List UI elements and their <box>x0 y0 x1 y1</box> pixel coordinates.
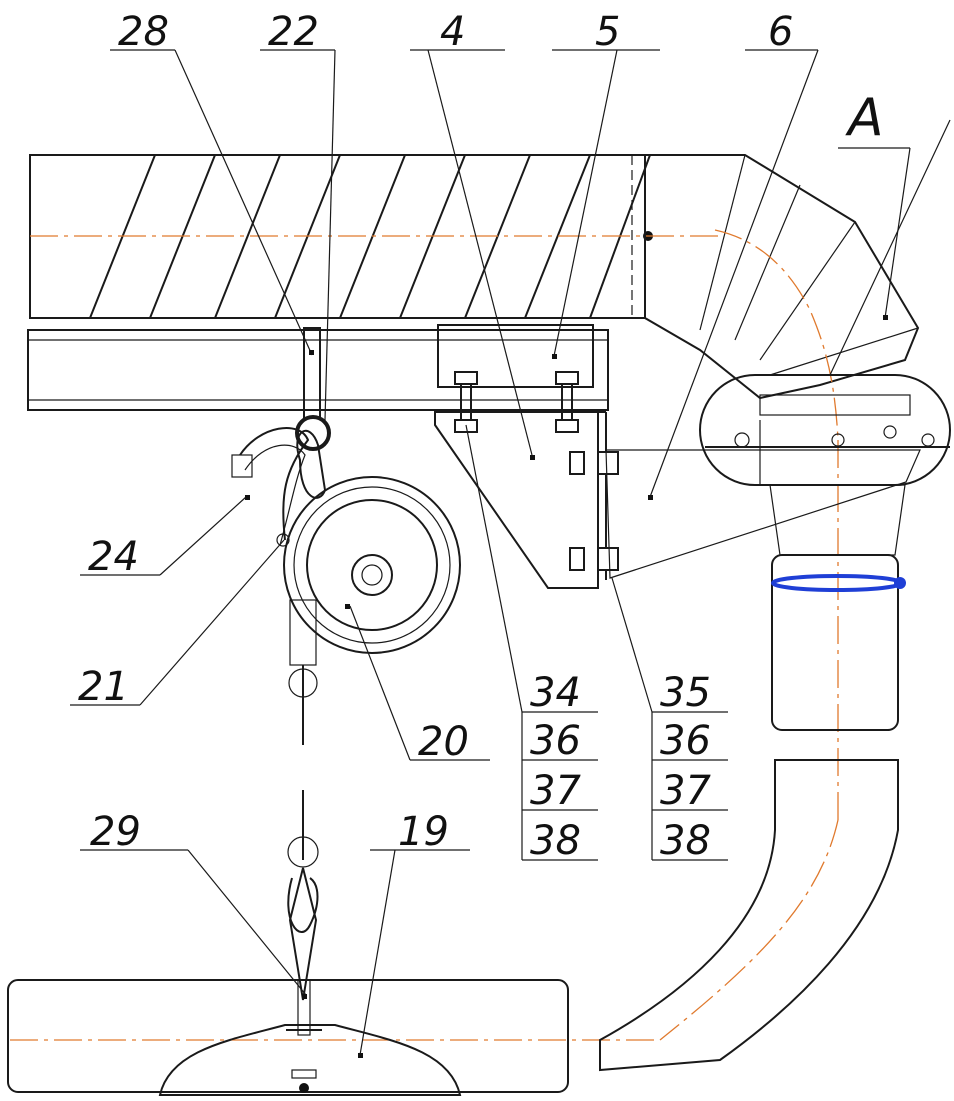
callout-29: 29 <box>90 809 141 855</box>
center-axis <box>10 229 839 1041</box>
stack-left-4: 38 <box>530 818 581 864</box>
horizontal-hose <box>7 979 569 1093</box>
hose-saddle <box>158 1024 462 1096</box>
view-label-a: A <box>845 88 884 148</box>
suspension-assembly <box>231 327 331 547</box>
leader-dots <box>245 315 888 1058</box>
hose-clamp <box>771 574 903 592</box>
callout-19: 19 <box>398 809 449 855</box>
callout-labels: 28 22 4 5 6 A 24 21 20 29 19 34 36 37 38… <box>78 9 884 864</box>
bolts <box>454 371 619 571</box>
mount-plate <box>437 324 594 388</box>
cable <box>286 665 322 1093</box>
stack-left-1: 34 <box>530 670 581 716</box>
leader-lines <box>70 49 951 1056</box>
callout-5: 5 <box>595 9 620 55</box>
balancer-drum <box>283 476 461 666</box>
callout-20: 20 <box>418 719 469 765</box>
vertical-hose <box>771 554 906 731</box>
stack-left-3: 37 <box>530 768 581 814</box>
callout-21: 21 <box>78 664 129 710</box>
stack-right-1: 35 <box>660 670 711 716</box>
stack-right-4: 38 <box>660 818 711 864</box>
callout-22: 22 <box>268 9 319 55</box>
callout-28: 28 <box>118 9 169 55</box>
hose-adapter <box>769 484 906 556</box>
callout-4: 4 <box>440 9 465 55</box>
stack-right-2: 36 <box>660 718 711 764</box>
callout-6: 6 <box>768 9 793 55</box>
curved-hose <box>599 759 899 1072</box>
stack-right-3: 37 <box>660 768 711 814</box>
support-rail <box>27 329 609 411</box>
callout-24: 24 <box>88 534 139 580</box>
duct-elbow <box>644 154 920 400</box>
stack-left-2: 36 <box>530 718 581 764</box>
chute-6 <box>605 449 921 579</box>
